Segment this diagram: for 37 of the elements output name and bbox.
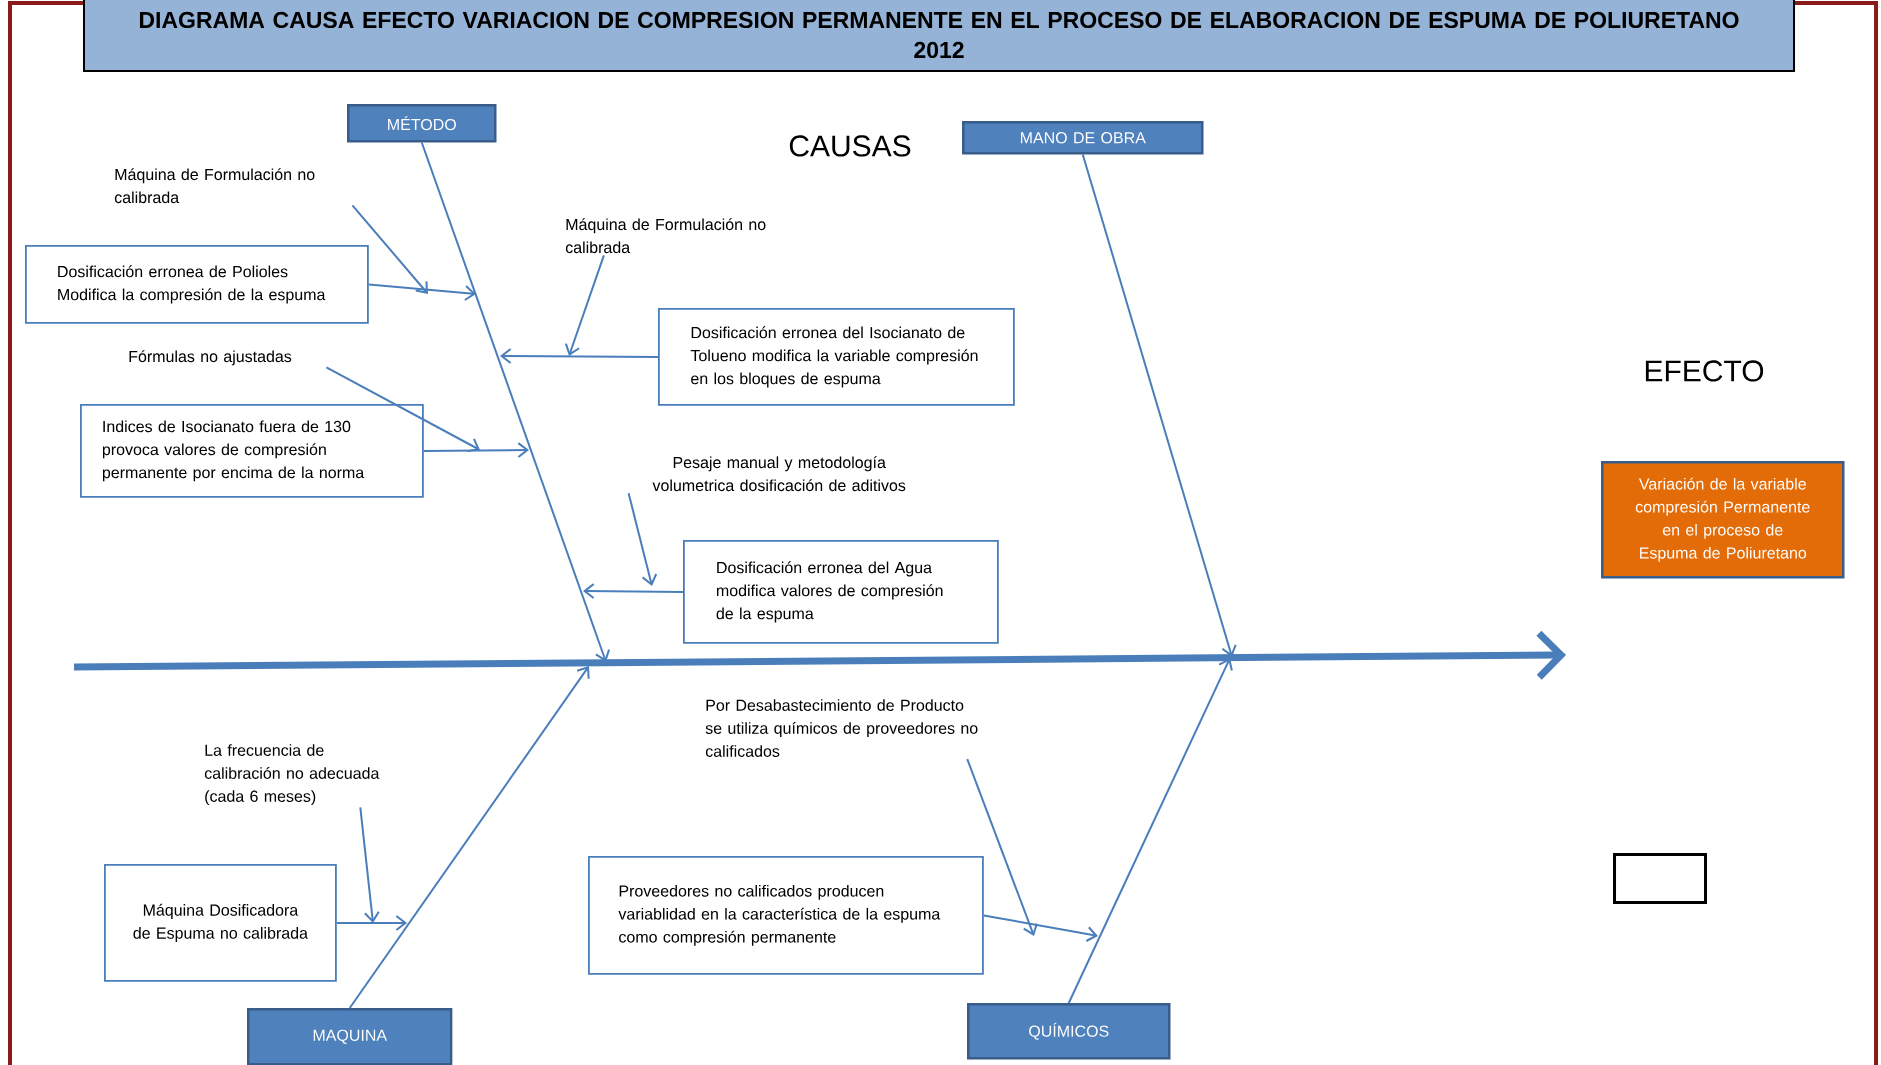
category-box: MÉTODO bbox=[347, 104, 497, 143]
arrow bbox=[351, 204, 428, 294]
arrow bbox=[348, 666, 590, 1009]
arrow bbox=[420, 141, 611, 662]
category-box: QUÍMICOS bbox=[967, 1003, 1171, 1060]
category-box: MANO DE OBRA bbox=[962, 121, 1204, 155]
title-banner: DIAGRAMA CAUSA EFECTO VARIACION DE COMPRESION PERMANENTE EN EL PROCESO DE ELABORACION DE ESPUMA DE POLIURETANO 2012 bbox=[83, 0, 1796, 72]
cause-note: Máquina de Formulación no calibrada bbox=[114, 168, 315, 204]
arrow bbox=[564, 254, 605, 356]
arrow bbox=[966, 758, 1038, 936]
cause-note: Fórmulas no ajustadas bbox=[129, 350, 292, 366]
arrow bbox=[1067, 658, 1233, 1004]
arrow bbox=[1081, 153, 1237, 657]
section-heading: CAUSAS bbox=[789, 135, 911, 157]
section-heading: EFECTO bbox=[1645, 360, 1764, 382]
arrow bbox=[367, 283, 476, 301]
cause-note: La frecuencia de calibración no adecuada (cada 6 meses) bbox=[204, 744, 380, 806]
arrow bbox=[359, 806, 380, 923]
arrow bbox=[422, 442, 529, 459]
cause-box: Dosificación erronea del Agua modifica valores de compresión de la espuma bbox=[683, 540, 999, 644]
cause-box: Máquina Dosificadora de Espuma no calibrada bbox=[104, 864, 337, 982]
arrow bbox=[500, 348, 659, 365]
cause-box: Proveedores no calificados producen variablidad en la característica de la espuma como compresión permanente bbox=[588, 856, 984, 975]
effect-box: Variación de la variable compresión Permanente en el proceso de Espuma de Poliuretano bbox=[1601, 461, 1845, 579]
cause-box: Indices de Isocianato fuera de 130 provoca valores de compresión permanente por encima de la norma bbox=[80, 404, 424, 498]
cause-box: Dosificación erronea del Isocianato de Tolueno modifica la variable compresión en los bloques de espuma bbox=[658, 308, 1015, 406]
empty-box bbox=[1613, 853, 1707, 904]
arrow bbox=[325, 366, 480, 453]
arrow bbox=[583, 583, 684, 600]
arrow bbox=[627, 492, 658, 586]
arrow bbox=[982, 914, 1098, 942]
cause-box: Dosificación erronea de Polioles Modifica la compresión de la espuma bbox=[25, 245, 369, 324]
cause-note: Máquina de Formulación no calibrada bbox=[565, 218, 766, 254]
cause-note: Pesaje manual y metodología volumetrica dosificación de aditivos bbox=[652, 456, 906, 492]
category-box: MAQUINA bbox=[247, 1008, 453, 1065]
arrow bbox=[335, 915, 407, 931]
cause-note: Por Desabastecimiento de Producto se utiliza químicos de proveedores no calificados bbox=[705, 699, 978, 757]
